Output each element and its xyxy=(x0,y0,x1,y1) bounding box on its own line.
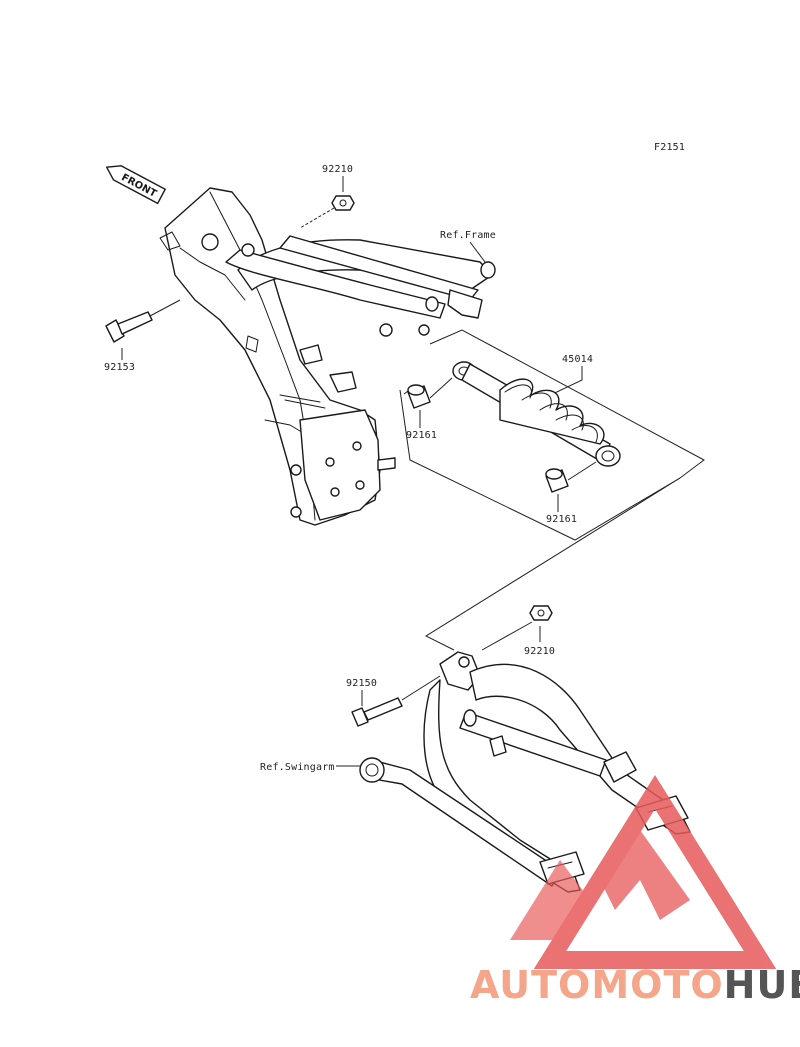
part-92153-label: 92153 xyxy=(104,362,135,373)
ref-swingarm-label: Ref.Swingarm xyxy=(260,762,335,773)
front-arrow-icon: FRONT xyxy=(105,165,166,205)
figure-code: F2151 xyxy=(654,142,685,153)
part-45014-label: 45014 xyxy=(562,354,593,365)
watermark-part1: AUTOMOTO xyxy=(470,963,724,1007)
frame-assembly xyxy=(159,187,496,526)
bushing-92161-lower-icon xyxy=(545,468,569,493)
bolt-92150-icon xyxy=(351,697,403,727)
watermark-text: AUTOMOTOHUB xyxy=(470,963,800,1007)
part-92150-label: 92150 xyxy=(346,678,377,689)
ref-frame-label: Ref.Frame xyxy=(440,230,496,241)
bushing-92161-upper-icon xyxy=(407,384,431,409)
part-92161-upper-label: 92161 xyxy=(406,430,437,441)
part-92161-lower-label: 92161 xyxy=(546,514,577,525)
watermark-part2: HUB xyxy=(724,963,800,1007)
nut-92210-top-icon xyxy=(331,195,355,211)
nut-92210-swingarm-icon xyxy=(529,605,553,621)
bolt-92153-icon xyxy=(105,311,153,343)
part-92210-top-label: 92210 xyxy=(322,164,353,175)
watermark-logo-icon xyxy=(510,775,777,969)
shock-callout-box xyxy=(399,329,705,541)
part-92210-swingarm-label: 92210 xyxy=(524,646,555,657)
shock-absorber-45014-icon xyxy=(452,361,621,467)
